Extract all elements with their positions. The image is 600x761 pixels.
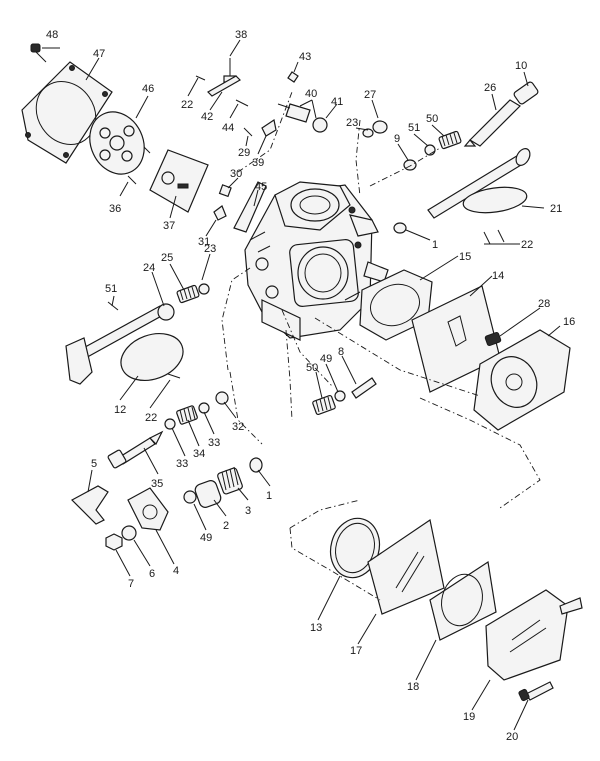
callout-41: 41: [331, 96, 343, 108]
parts-8-49-50-right: [312, 377, 377, 416]
callout-49-left: 49: [200, 532, 212, 544]
callout-28: 28: [538, 298, 550, 310]
callout-50-right: 50: [306, 362, 318, 374]
callout-30: 30: [230, 168, 242, 180]
callout-32: 32: [232, 421, 244, 433]
carburetor-body: [244, 181, 389, 341]
throttle-shaft-12: [65, 283, 210, 385]
callout-12: 12: [114, 404, 126, 416]
callout-16: 16: [563, 316, 575, 328]
callout-50-top: 50: [426, 113, 438, 125]
callout-8: 8: [338, 346, 344, 358]
parts-1-2-3-49: [183, 457, 263, 508]
pump-cover-19: [485, 589, 583, 681]
o-ring-13: [329, 517, 381, 579]
callout-17: 17: [350, 645, 362, 657]
assembly-lines: [221, 91, 541, 601]
callout-35: 35: [151, 478, 163, 490]
callout-22-top: 22: [181, 99, 193, 111]
plate-37: [149, 149, 209, 213]
springs-50-51-9-27-23: [362, 120, 462, 234]
callout-33-right: 33: [208, 437, 220, 449]
callout-42: 42: [201, 111, 213, 123]
needle-26-10: [463, 81, 539, 147]
callout-7: 7: [128, 578, 134, 590]
callout-36: 36: [109, 203, 121, 215]
springs-32-34: [164, 391, 229, 430]
throttle-shaft-21: [427, 148, 531, 245]
callout-45: 45: [255, 181, 267, 193]
cover-16: [473, 329, 571, 431]
callout-22-right: 22: [521, 239, 533, 251]
callout-23-mid: 23: [204, 243, 216, 255]
callout-44: 44: [222, 122, 234, 134]
callout-27: 27: [364, 89, 376, 101]
callout-46: 46: [142, 83, 154, 95]
callout-43: 43: [299, 51, 311, 63]
callout-10: 10: [515, 60, 527, 72]
callout-26: 26: [484, 82, 496, 94]
callout-14: 14: [492, 270, 504, 282]
jets-40-43: [277, 71, 328, 133]
callout-15: 15: [459, 251, 471, 263]
callout-18: 18: [407, 681, 419, 693]
small-parts-29-31: [213, 119, 277, 233]
callout-40: 40: [305, 88, 317, 100]
callout-33-left: 33: [176, 458, 188, 470]
lever-38-42-group: [195, 58, 249, 107]
callout-25: 25: [161, 252, 173, 264]
callout-2: 2: [223, 520, 229, 532]
callout-labels: 48 47 46 36 37 38 22 42 44 43 40 41 29 3…: [46, 29, 575, 743]
screw-48: [30, 43, 47, 63]
callout-51-left: 51: [105, 283, 117, 295]
callout-1-bottom: 1: [266, 490, 272, 502]
callout-24: 24: [143, 262, 155, 274]
diaphragm-cover-47: [21, 61, 113, 164]
callout-31: 31: [198, 236, 210, 248]
callout-37: 37: [163, 220, 175, 232]
lever-parts-4-7: [71, 485, 169, 551]
callout-34: 34: [193, 448, 205, 460]
callout-20: 20: [506, 731, 518, 743]
callout-13: 13: [310, 622, 322, 634]
callout-49-right: 49: [320, 353, 332, 365]
callout-22-left: 22: [145, 412, 157, 424]
diaphragm-17: [367, 518, 445, 615]
callout-9: 9: [394, 133, 400, 145]
callout-23-top: 23: [346, 117, 358, 129]
screws-36: [127, 146, 151, 185]
callout-1-top: 1: [432, 239, 438, 251]
callout-21: 21: [550, 203, 562, 215]
callout-3: 3: [245, 505, 251, 517]
leader-lines: [42, 39, 561, 731]
callout-47: 47: [93, 48, 105, 60]
callout-19: 19: [463, 711, 475, 723]
callout-39: 39: [252, 157, 264, 169]
screw-20: [518, 681, 554, 702]
diaphragm-46: [89, 111, 145, 175]
callout-51-top: 51: [408, 122, 420, 134]
callout-38: 38: [235, 29, 247, 41]
callout-48: 48: [46, 29, 58, 41]
gasket-18: [429, 560, 497, 641]
callout-4: 4: [173, 565, 179, 577]
gasket-15-plate-14: [359, 269, 501, 393]
callout-6: 6: [149, 568, 155, 580]
callout-29: 29: [238, 147, 250, 159]
needle-valve-35: [107, 430, 164, 469]
callout-5: 5: [91, 458, 97, 470]
